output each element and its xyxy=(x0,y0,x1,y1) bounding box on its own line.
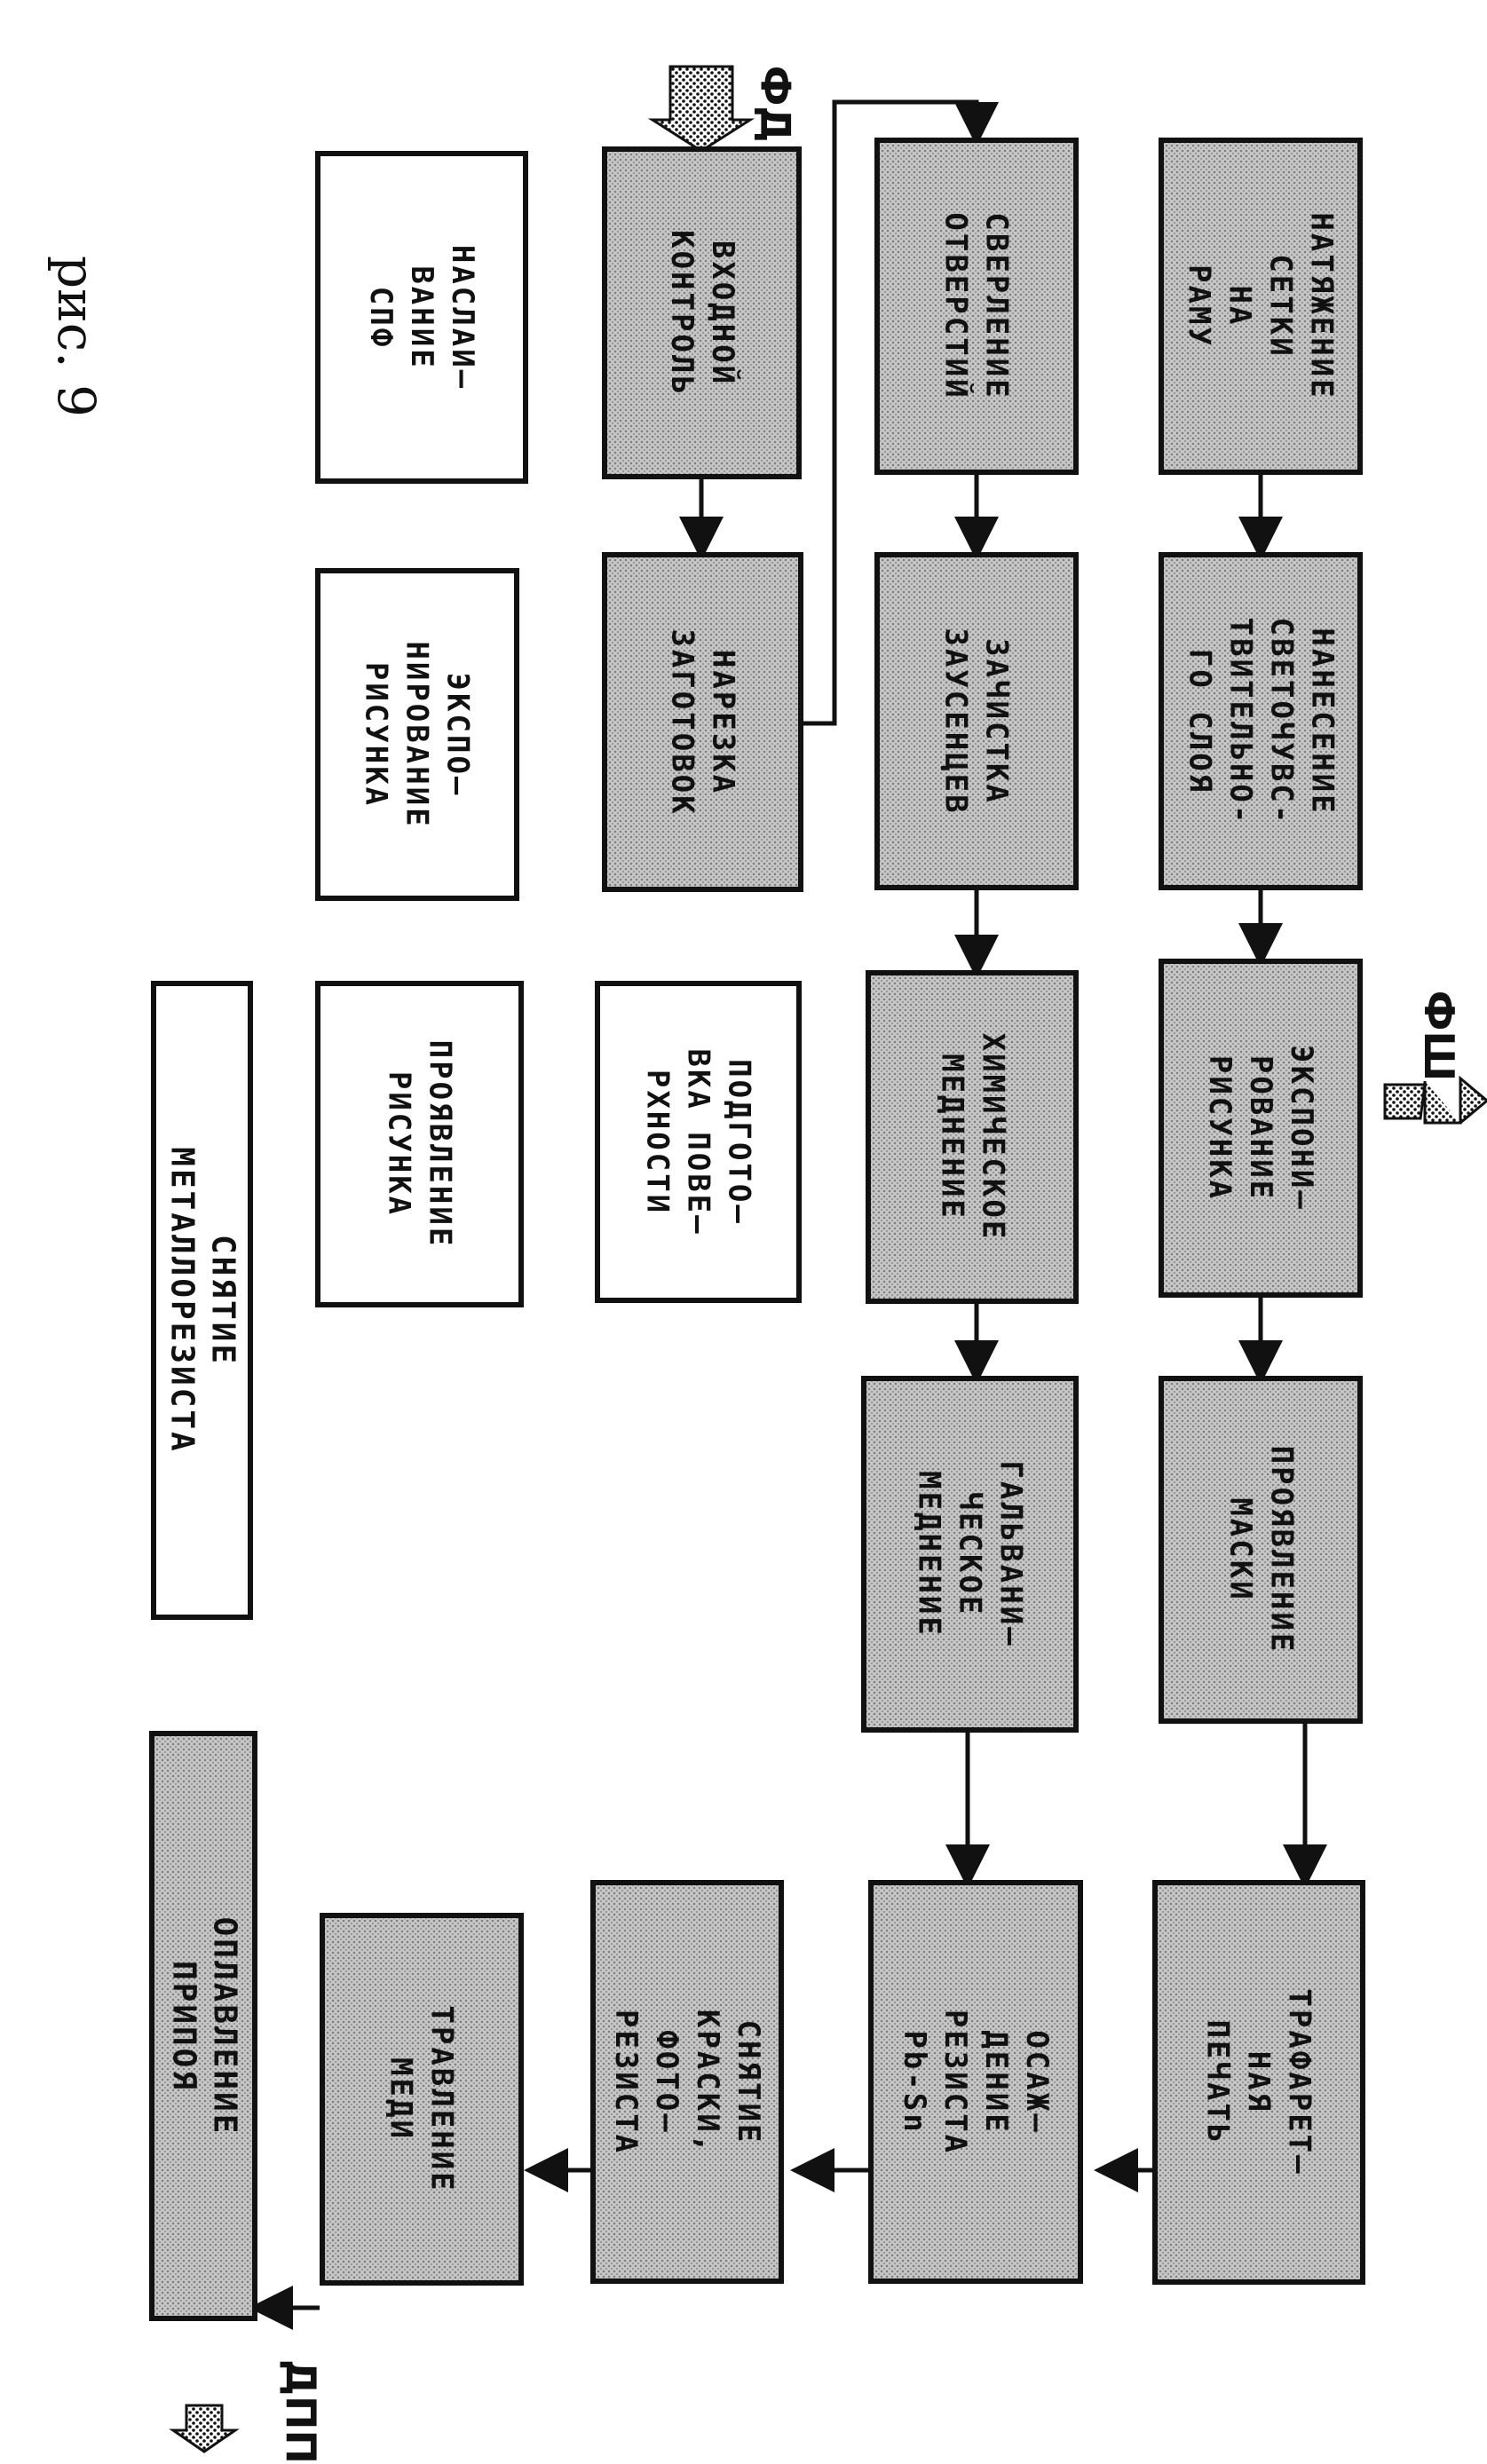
block-proyavlenie-risunka: ПРОЯВЛЕНИЕ РИСУНКА xyxy=(315,981,524,1307)
block-label: ЭКСПОНИ— РОВАНИЕ РИСУНКА xyxy=(1201,1045,1319,1212)
label-fd: ФД xyxy=(751,65,800,143)
block-label: ОСАЖ— ДЕНИЕ РЕЗИСТА Pb-Sn xyxy=(896,2009,1055,2155)
block-travlenie-medi: ТРАВЛЕНИЕ МЕДИ xyxy=(320,1913,524,2286)
block-natyazhenie-setki: НАТЯЖЕНИЕ СЕТКИ НА РАМУ xyxy=(1159,138,1363,475)
block-label: ПОДГОТО— ВКА ПОВЕ— РХНОСТИ xyxy=(639,1047,757,1236)
block-zachistka-zausentsev: ЗАЧИСТКА ЗАУСЕНЦЕВ xyxy=(874,552,1079,890)
block-label: ПРОЯВЛЕНИЕ МАСКИ xyxy=(1222,1445,1300,1655)
block-proyavlenie-maski: ПРОЯВЛЕНИЕ МАСКИ xyxy=(1159,1376,1363,1724)
block-eksponirovanie-risunka: ЭКСПО— НИРОВАНИЕ РИСУНКА xyxy=(315,568,519,901)
block-naslaivanie-spf: НАСЛАИ— ВАНИЕ СПФ xyxy=(315,151,528,484)
block-snyatie-metallorezista: СНЯТИЕ МЕТАЛЛОРЕЗИСТА xyxy=(151,981,253,1620)
block-label: ЭКСПО— НИРОВАНИЕ РИСУНКА xyxy=(358,640,476,829)
block-label: НАНЕСЕНИЕ СВЕТОЧУВС- ТВИТЕЛЬНО- ГО СЛОЯ xyxy=(1182,617,1341,825)
block-label: СНЯТИЕ МЕТАЛЛОРЕЗИСТА xyxy=(163,1147,241,1454)
block-label: ВХОДНОЙ КОНТРОЛЬ xyxy=(663,229,740,397)
block-label: НАСЛАИ— ВАНИЕ СПФ xyxy=(362,244,480,391)
flow-arrow xyxy=(803,99,999,726)
block-eksponirovanie-ramy: ЭКСПОНИ— РОВАНИЕ РИСУНКА xyxy=(1159,959,1363,1298)
block-podgotovka-poverkhnosti: ПОДГОТО— ВКА ПОВЕ— РХНОСТИ xyxy=(595,981,802,1303)
block-narezka-zagotovok: НАРЕЗКА ЗАГОТОВОК xyxy=(602,552,803,892)
block-label: СНЯТИЕ КРАСКИ, ФОТО— РЕЗИСТА xyxy=(607,2009,766,2155)
block-label: ТРАФАРЕТ— НАЯ ПЕЧАТЬ xyxy=(1199,1988,1317,2176)
block-oplavlenie-pripoya: ОПЛАВЛЕНИЕ ПРИПОЯ xyxy=(149,1731,257,2321)
label-fsh: ФШ xyxy=(1415,990,1464,1082)
block-nanesenie-sloya: НАНЕСЕНИЕ СВЕТОЧУВС- ТВИТЕЛЬНО- ГО СЛОЯ xyxy=(1159,552,1363,890)
block-vkhodnoy-kontrol: ВХОДНОЙ КОНТРОЛЬ xyxy=(602,146,802,479)
block-galvanicheskoe-mednenie: ГАЛЬВАНИ— ЧЕСКОЕ МЕДНЕНИЕ xyxy=(861,1376,1079,1733)
label-dpp: ДПП xyxy=(276,2359,325,2464)
block-label: ЗАЧИСТКА ЗАУСЕНЦЕВ xyxy=(937,627,1015,816)
block-label: ХИМИЧЕСКОЕ МЕДНЕНИЕ xyxy=(934,1032,1011,1242)
block-label: ОПЛАВЛЕНИЕ ПРИПОЯ xyxy=(165,1916,242,2136)
block-osazhdenie-rezista: ОСАЖ— ДЕНИЕ РЕЗИСТА Pb-Sn xyxy=(868,1880,1083,2284)
block-label: НАРЕЗКА ЗАГОТОВОК xyxy=(664,628,741,817)
block-label: ПРОЯВЛЕНИЕ РИСУНКА xyxy=(381,1039,458,1249)
dpp-output-arrow xyxy=(169,2404,240,2453)
figure-caption: рис. 9 xyxy=(46,255,107,418)
block-label: ТРАВЛЕНИЕ МЕДИ xyxy=(383,2005,460,2193)
block-label: НАТЯЖЕНИЕ СЕТКИ НА РАМУ xyxy=(1181,212,1340,400)
fd-input-arrow xyxy=(647,65,755,153)
block-label: СВЕРЛЕНИЕ ОТВЕРСТИЙ xyxy=(937,212,1015,400)
block-khimicheskoe-mednenie: ХИМИЧЕСКОЕ МЕДНЕНИЕ xyxy=(866,970,1079,1304)
block-trafaretnaya-pechat: ТРАФАРЕТ— НАЯ ПЕЧАТЬ xyxy=(1152,1880,1365,2285)
fsh-input-arrow xyxy=(1383,1075,1487,1125)
block-label: ГАЛЬВАНИ— ЧЕСКОЕ МЕДНЕНИЕ xyxy=(911,1460,1029,1648)
block-snyatie-kraski: СНЯТИЕ КРАСКИ, ФОТО— РЕЗИСТА xyxy=(590,1880,784,2284)
block-sverlenie-otverstiy: СВЕРЛЕНИЕ ОТВЕРСТИЙ xyxy=(874,138,1079,475)
